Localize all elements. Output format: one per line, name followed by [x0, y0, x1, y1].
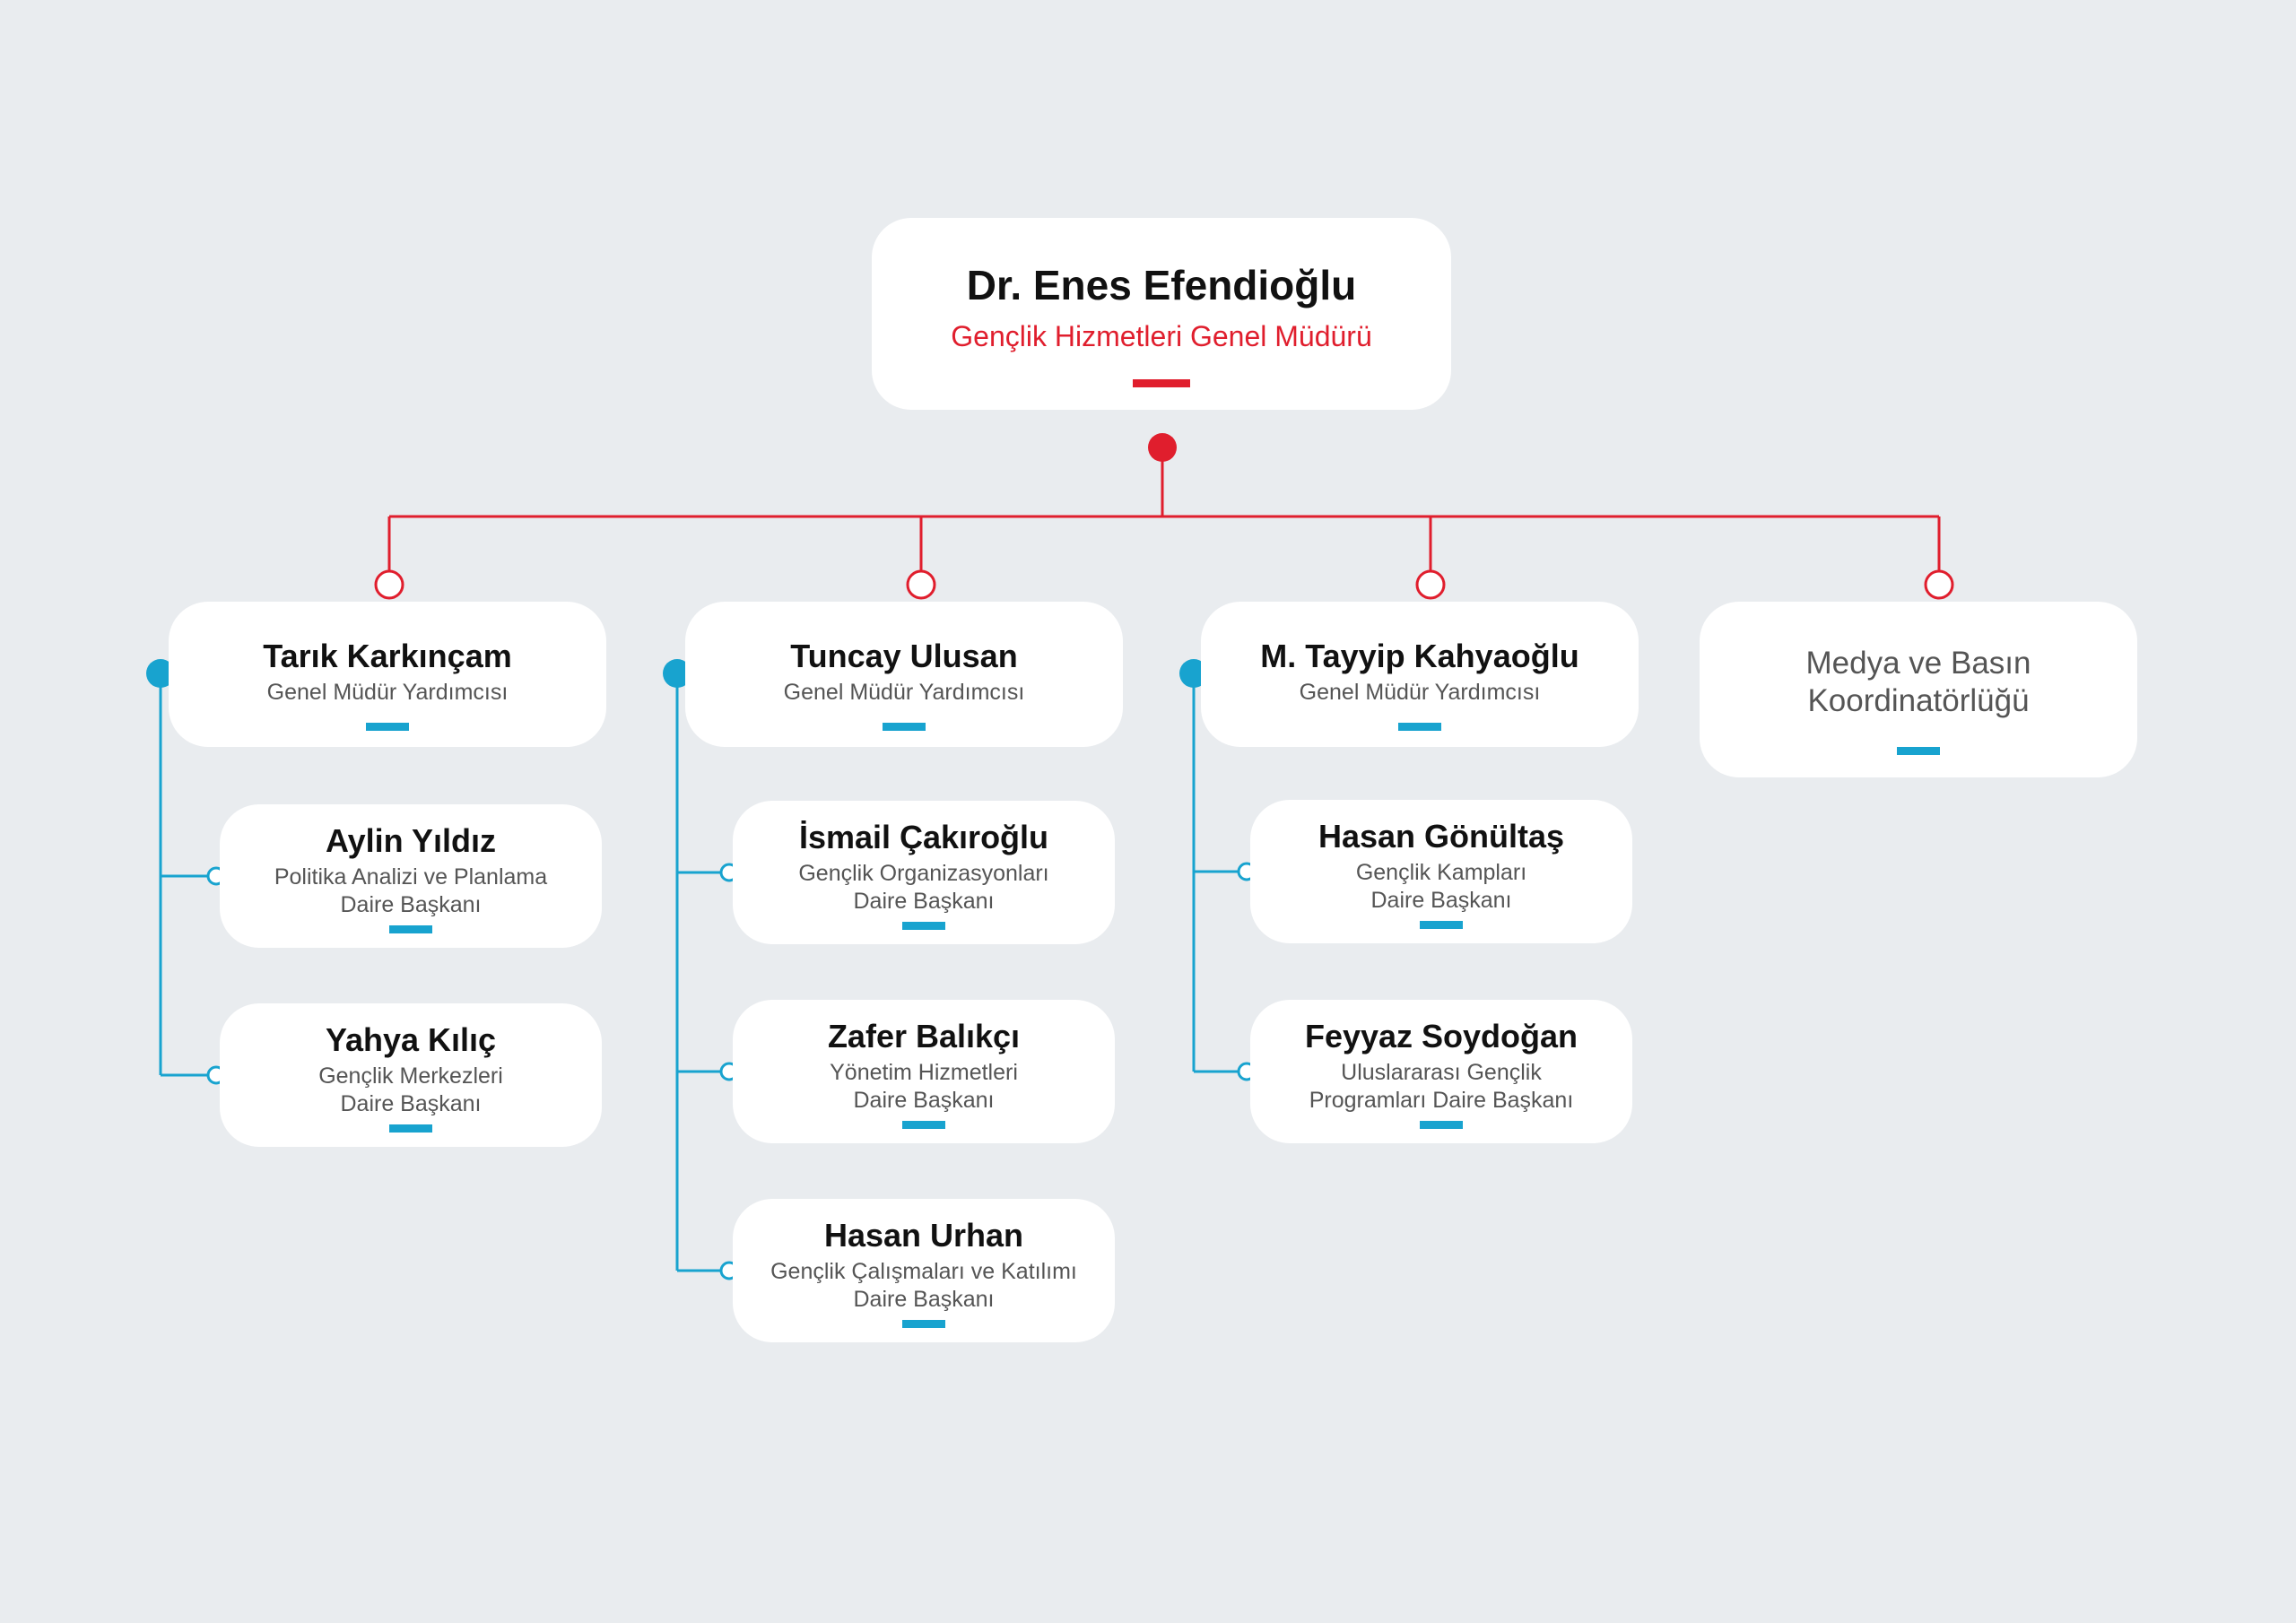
accent-bar — [1133, 379, 1190, 387]
accent-bar — [902, 1121, 945, 1129]
accent-bar — [1420, 921, 1463, 929]
accent-bar — [902, 1320, 945, 1328]
accent-bar — [1420, 1121, 1463, 1129]
job-title: Gençlik Kampları Daire Başkanı — [1355, 860, 1527, 913]
job-title: Gençlik Merkezleri Daire Başkanı — [318, 1063, 503, 1116]
person-name: İsmail Çakıroğlu — [798, 819, 1049, 855]
drop-node-4 — [1924, 569, 1954, 600]
accent-bar — [389, 925, 432, 933]
root-hub-dot — [1148, 433, 1177, 462]
job-title: Genel Müdür Yardımcısı — [266, 680, 509, 705]
person-name: Zafer Balıkçı — [827, 1018, 1021, 1055]
person-name: M. Tayyip Kahyaoğlu — [1260, 638, 1579, 674]
drop-node-2 — [906, 569, 936, 600]
job-title: Medya ve Basın Koordinatörlüğü — [1805, 646, 2031, 718]
accent-bar — [1398, 723, 1441, 731]
person-name: Feyyaz Soydoğan — [1304, 1018, 1578, 1055]
drop-node-1 — [374, 569, 404, 600]
person-name: Tuncay Ulusan — [790, 638, 1018, 674]
job-title: Gençlik Çalışmaları ve Katılımı Daire Ba… — [770, 1259, 1077, 1312]
job-title: Gençlik Hizmetleri Genel Müdürü — [951, 320, 1372, 352]
person-name: Hasan Urhan — [823, 1217, 1024, 1254]
person-name: Aylin Yıldız — [325, 822, 497, 859]
branch-node-2 — [663, 659, 691, 688]
job-title: Yönetim Hizmetleri Daire Başkanı — [830, 1060, 1018, 1113]
job-title: Politika Analizi ve Planlama Daire Başka… — [274, 864, 548, 917]
person-name: Tarık Karkınçam — [263, 638, 512, 674]
accent-bar — [883, 723, 926, 731]
job-title: Uluslararası Gençlik Programları Daire B… — [1309, 1060, 1574, 1113]
person-name: Hasan Gönültaş — [1318, 818, 1565, 855]
person-name: Dr. Enes Efendioğlu — [966, 262, 1357, 308]
job-title: Genel Müdür Yardımcısı — [1299, 680, 1541, 705]
job-title: Gençlik Organizasyonları Daire Başkanı — [798, 861, 1049, 914]
job-title: Genel Müdür Yardımcısı — [783, 680, 1025, 705]
accent-bar — [902, 922, 945, 930]
accent-bar — [1897, 747, 1940, 755]
coordination-card[interactable]: Medya ve Basın Koordinatörlüğü — [1700, 602, 2137, 777]
accent-bar — [366, 723, 409, 731]
accent-bar — [389, 1124, 432, 1133]
drop-node-3 — [1415, 569, 1446, 600]
person-name: Yahya Kılıç — [325, 1021, 497, 1058]
branch-node-1 — [146, 659, 175, 688]
